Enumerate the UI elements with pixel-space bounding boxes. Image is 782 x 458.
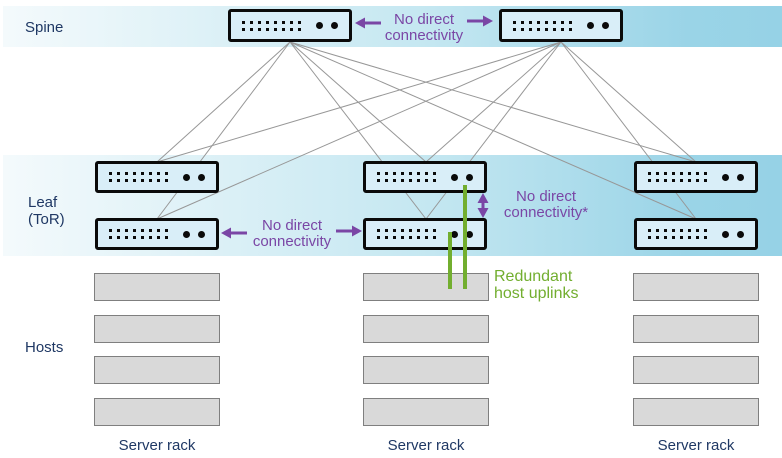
tor-gap-arrow-head-down [477,208,489,218]
host-rack3-3 [633,356,759,384]
leaf-gap-left-arrow-head [221,227,231,239]
leaf-switch-rack1-bottom [95,218,219,250]
link-spine2-leaf2a [425,41,562,163]
switch-port-grid-icon [377,229,436,239]
server-rack-label-3: Server rack [657,437,735,454]
note-line1: No direct [261,217,323,234]
note-line2: connectivity [252,232,332,250]
leaf-label-line2: (ToR) [28,211,65,228]
note-line1: No direct [393,11,455,28]
switch-indicator-dots-icon [587,22,609,29]
link-spine2-leaf1b [156,41,562,220]
host-rack3-2 [633,315,759,343]
spine-switch-2 [499,9,623,42]
leaf-layer-label: Leaf(ToR) [28,194,65,228]
switch-indicator-dots-icon [183,230,205,238]
host-rack3-1 [633,273,759,301]
note-line1: Redundant [494,268,573,285]
server-rack-label-1: Server rack [118,437,196,454]
link-spine1-leaf1a [156,41,291,163]
spine-gap-left-arrow-head [355,17,365,29]
switch-port-grid-icon [109,229,168,239]
host-rack1-2 [94,315,220,343]
tor-gap-arrow-head-up [477,193,489,203]
host-rack2-3 [363,356,489,384]
spine-layer-label: Spine [25,19,64,36]
switch-port-grid-icon [242,20,301,31]
spine-layer-band [3,6,782,47]
note-line2: host uplinks [494,284,579,302]
leaf-gap-right-arrow-head [352,225,362,237]
link-spine2-leaf1a [156,41,562,163]
spine-gap-right-arrow-head [483,15,493,27]
host-rack2-4 [363,398,489,426]
redundant-uplink-lines [448,185,467,289]
host-rack3-4 [633,398,759,426]
note-line2: connectivity* [503,203,589,221]
link-spine2-leaf3a [560,41,697,163]
switch-indicator-dots-icon [722,230,744,238]
hosts-layer-label: Hosts [25,339,64,356]
host-rack1-1 [94,273,220,301]
note-line2: connectivity [384,26,464,44]
host-rack1-3 [94,356,220,384]
leaf-switch-rack3-bottom [634,218,758,250]
switch-port-grid-icon [648,172,707,182]
host-rack2-2 [363,315,489,343]
no-connectivity-arrows [221,15,493,239]
leaf-label-line1: Leaf [28,194,58,211]
host-rack1-4 [94,398,220,426]
switch-indicator-dots-icon [316,22,338,29]
switch-indicator-dots-icon [722,173,744,181]
switch-indicator-dots-icon [451,230,473,238]
switch-indicator-dots-icon [451,173,473,181]
note-line1: No direct [515,188,577,205]
switch-indicator-dots-icon [183,173,205,181]
server-rack-label-2: Server rack [387,437,465,454]
host-rack2-1 [363,273,489,301]
spine-switch-1 [228,9,352,42]
switch-port-grid-icon [109,172,168,182]
switch-port-grid-icon [513,20,572,31]
switch-port-grid-icon [377,172,436,182]
leaf-switch-rack1-top [95,161,219,193]
switch-port-grid-icon [648,229,707,239]
leaf-switch-rack3-top [634,161,758,193]
